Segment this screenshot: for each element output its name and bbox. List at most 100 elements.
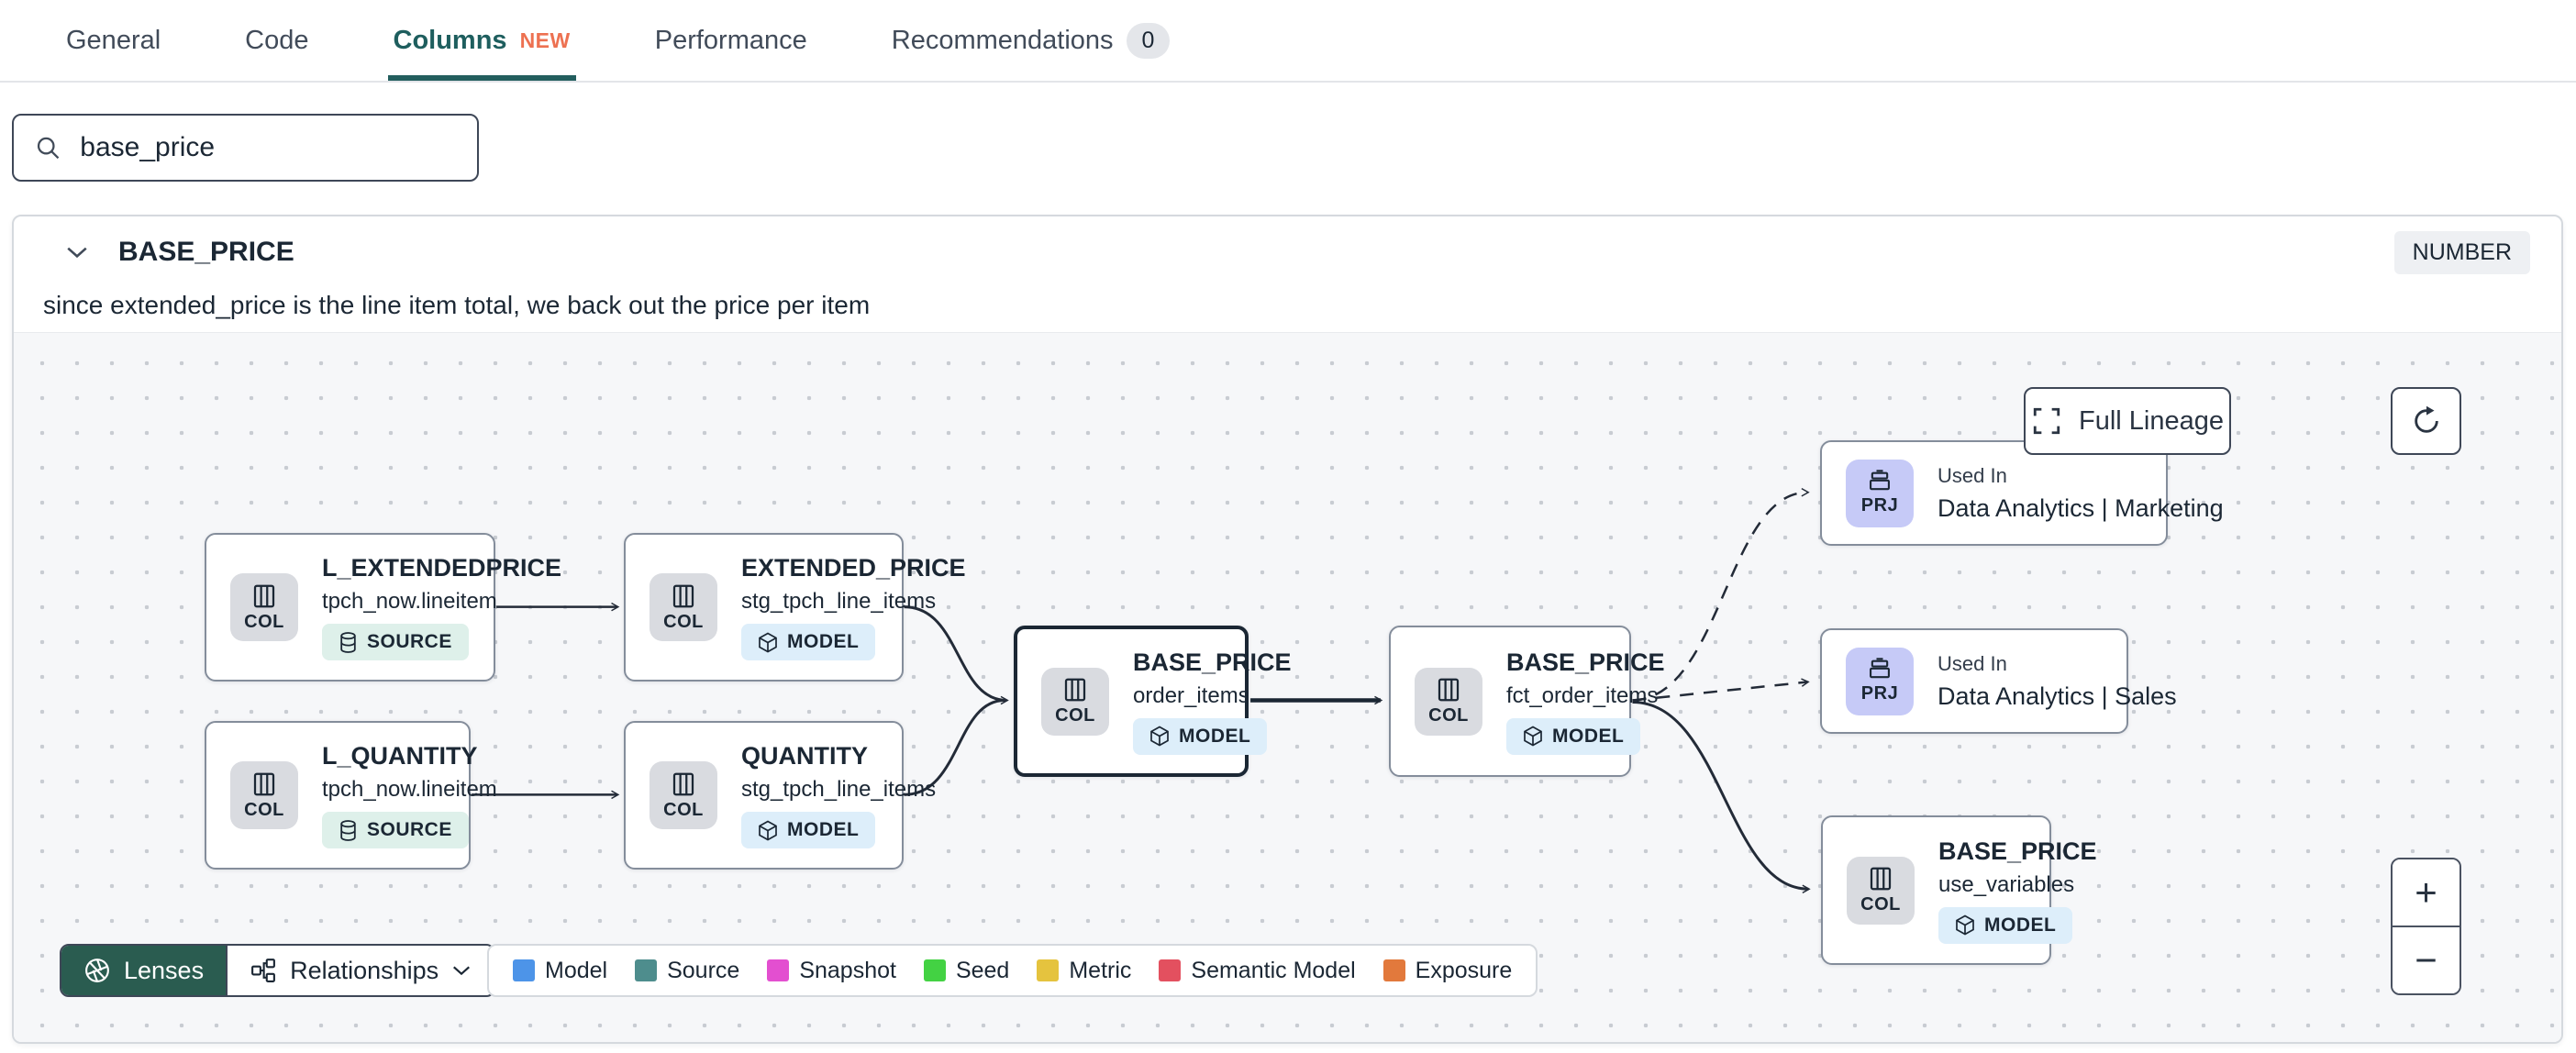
tab-label: Performance bbox=[654, 25, 807, 55]
node-title: QUANTITY bbox=[741, 742, 868, 770]
tab-code[interactable]: Code bbox=[245, 0, 308, 81]
lenses-button[interactable]: Lenses bbox=[61, 946, 227, 995]
node-pretitle: Used In bbox=[1938, 463, 2007, 487]
chevron-down-icon[interactable] bbox=[65, 245, 89, 260]
badge-label: MODEL bbox=[1984, 914, 2057, 936]
chip-label: COL bbox=[1860, 894, 1901, 914]
project-icon: PRJ bbox=[1846, 459, 1914, 527]
refresh-button[interactable] bbox=[2391, 387, 2461, 455]
column-icon: COL bbox=[1041, 667, 1109, 736]
chip-label: COL bbox=[663, 799, 704, 820]
relationships-icon bbox=[251, 959, 276, 982]
tab-label: Recommendations bbox=[891, 25, 1114, 55]
lineage-node-l-extendedprice[interactable]: COL L_EXTENDEDPRICE tpch_now.lineitem SO… bbox=[205, 533, 561, 682]
lenses-label: Lenses bbox=[124, 956, 205, 984]
badge-label: MODEL bbox=[1552, 725, 1625, 747]
badge-label: SOURCE bbox=[367, 631, 452, 652]
chip-label: COL bbox=[1055, 705, 1095, 726]
chip-label: COL bbox=[244, 799, 284, 820]
lineage-node-used-in-marketing[interactable]: PRJ Used In Data Analytics | Marketing bbox=[1820, 440, 2224, 546]
column-header: BASE_PRICE NUMBER bbox=[14, 216, 2561, 275]
model-badge: MODEL bbox=[1938, 906, 2073, 944]
chevron-down-icon bbox=[453, 966, 471, 976]
search-input[interactable] bbox=[80, 132, 457, 163]
tab-label: General bbox=[66, 25, 161, 55]
relationships-label: Relationships bbox=[290, 956, 439, 984]
column-icon: COL bbox=[1415, 667, 1482, 736]
columns-icon bbox=[672, 584, 694, 607]
columns-icon bbox=[1870, 867, 1892, 891]
node-title: BASE_PRICE bbox=[1506, 648, 1665, 676]
new-badge: NEW bbox=[519, 28, 571, 52]
chip-label: COL bbox=[244, 611, 284, 632]
cube-icon bbox=[1524, 726, 1542, 747]
legend-swatch bbox=[635, 959, 658, 981]
legend-item-semantic-model: Semantic Model bbox=[1159, 958, 1356, 984]
cube-icon bbox=[759, 632, 777, 652]
legend-item-seed: Seed bbox=[923, 958, 1009, 984]
lineage-node-used-in-sales[interactable]: PRJ Used In Data Analytics | Sales bbox=[1820, 628, 2177, 734]
full-lineage-button[interactable]: Full Lineage bbox=[2024, 387, 2231, 455]
legend-item-exposure: Exposure bbox=[1382, 958, 1512, 984]
tab-recommendations[interactable]: Recommendations 0 bbox=[892, 0, 1171, 81]
column-description: since extended_price is the line item to… bbox=[43, 291, 871, 319]
node-title: BASE_PRICE bbox=[1938, 837, 2097, 865]
columns-icon bbox=[672, 772, 694, 795]
model-badge: MODEL bbox=[741, 624, 876, 660]
node-title: Data Analytics | Sales bbox=[1938, 682, 2177, 710]
relationships-dropdown[interactable]: Relationships bbox=[226, 946, 494, 995]
node-subtitle: use_variables bbox=[1938, 871, 2075, 897]
column-icon: COL bbox=[650, 761, 717, 829]
lineage-node-l-quantity[interactable]: COL L_QUANTITY tpch_now.lineitem SOURCE bbox=[205, 721, 497, 870]
column-icon: COL bbox=[1847, 856, 1915, 925]
node-subtitle: stg_tpch_line_items bbox=[741, 777, 937, 802]
node-title: EXTENDED_PRICE bbox=[741, 554, 966, 582]
node-title: L_QUANTITY bbox=[322, 742, 478, 770]
chip-label: PRJ bbox=[1860, 495, 1899, 515]
lineage-node-extended-price[interactable]: COL EXTENDED_PRICE stg_tpch_line_items M… bbox=[624, 533, 966, 682]
search-icon bbox=[37, 137, 60, 160]
node-subtitle: fct_order_items bbox=[1506, 682, 1659, 708]
columns-icon bbox=[253, 772, 275, 795]
model-badge: MODEL bbox=[741, 812, 876, 848]
data-type-badge: NUMBER bbox=[2393, 230, 2530, 274]
tab-performance[interactable]: Performance bbox=[655, 0, 807, 81]
tab-general[interactable]: General bbox=[66, 0, 161, 81]
badge-label: MODEL bbox=[787, 819, 860, 840]
zoom-in-button[interactable]: + bbox=[2393, 859, 2459, 927]
legend-item-model: Model bbox=[513, 958, 607, 984]
chip-label: PRJ bbox=[1860, 683, 1899, 704]
zoom-out-button[interactable]: − bbox=[2393, 927, 2459, 993]
badge-label: SOURCE bbox=[367, 819, 452, 840]
node-subtitle: tpch_now.lineitem bbox=[322, 589, 497, 614]
lineage-node-base-price-fct-order-items[interactable]: COL BASE_PRICE fct_order_items MODEL bbox=[1389, 626, 1665, 777]
database-icon bbox=[340, 631, 356, 653]
zoom-controls: + − bbox=[2391, 858, 2461, 995]
lineage-node-base-price-order-items[interactable]: COL BASE_PRICE order_items MODEL bbox=[1014, 626, 1292, 777]
lineage-node-quantity[interactable]: COL QUANTITY stg_tpch_line_items MODEL bbox=[624, 721, 936, 870]
lineage-canvas[interactable]: COL L_EXTENDEDPRICE tpch_now.lineitem SO… bbox=[14, 332, 2561, 1042]
column-icon: COL bbox=[230, 761, 298, 829]
cube-icon bbox=[759, 820, 777, 840]
model-badge: MODEL bbox=[1506, 717, 1641, 755]
legend-swatch bbox=[767, 959, 790, 981]
badge-label: MODEL bbox=[787, 631, 860, 652]
tab-label: Code bbox=[245, 25, 309, 55]
node-subtitle: tpch_now.lineitem bbox=[322, 777, 497, 802]
chip-label: COL bbox=[1428, 705, 1469, 726]
full-lineage-label: Full Lineage bbox=[2079, 405, 2224, 436]
columns-icon bbox=[253, 584, 275, 607]
aperture-icon bbox=[85, 959, 109, 982]
legend-swatch bbox=[1037, 959, 1060, 981]
columns-icon bbox=[1438, 678, 1460, 702]
column-panel: BASE_PRICE NUMBER since extended_price i… bbox=[12, 215, 2563, 1044]
tab-bar: General Code Columns NEW Performance Rec… bbox=[0, 0, 2576, 83]
node-title: L_EXTENDEDPRICE bbox=[322, 554, 562, 582]
model-badge: MODEL bbox=[1133, 717, 1268, 755]
lineage-node-base-price-use-variables[interactable]: COL BASE_PRICE use_variables MODEL bbox=[1821, 815, 2097, 965]
column-search[interactable] bbox=[12, 114, 479, 182]
tab-columns[interactable]: Columns NEW bbox=[387, 0, 576, 81]
legend-item-snapshot: Snapshot bbox=[767, 958, 896, 984]
count-badge: 0 bbox=[1126, 22, 1171, 59]
